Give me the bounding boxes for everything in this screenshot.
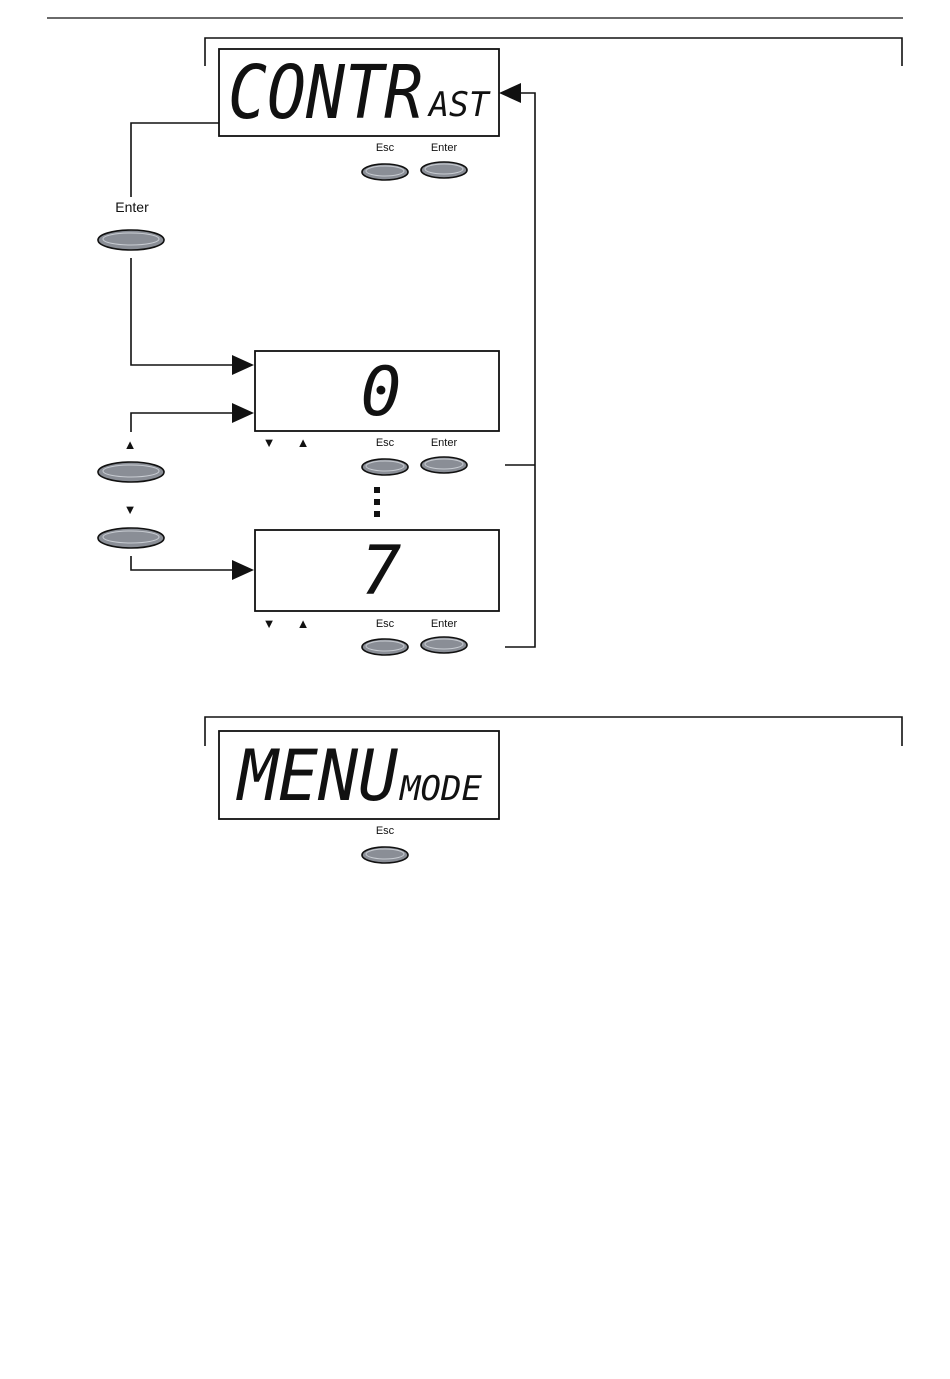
side-down-button[interactable] [98, 528, 164, 548]
vertical-ellipsis [374, 487, 380, 517]
side-up-button[interactable] [98, 462, 164, 482]
contrast-esc-button[interactable] [362, 164, 408, 180]
value-high-down-symbol: ▼ [263, 616, 276, 631]
enter-to-value-connector [131, 258, 238, 365]
side-up-symbol: ▲ [124, 437, 137, 452]
value-low-esc-label: Esc [376, 437, 395, 449]
value-high-lcd-value: 7 [361, 532, 402, 611]
value-high-esc-label: Esc [376, 618, 395, 630]
side-down-symbol: ▼ [124, 502, 137, 517]
enter-to-value-arrowhead [232, 355, 254, 375]
menu-lcd-sub-text: MODE [399, 769, 483, 809]
down-to-value-arrowhead [232, 560, 254, 580]
value-low-up-symbol: ▲ [297, 435, 310, 450]
down-to-value-connector [131, 556, 238, 570]
contrast-enter-button[interactable] [421, 162, 467, 178]
value-high-up-symbol: ▲ [297, 616, 310, 631]
menu-esc-button[interactable] [362, 847, 408, 863]
contrast-lcd-sub-text: AST [427, 85, 491, 125]
contrast-esc-label: Esc [376, 142, 395, 154]
up-to-value-arrowhead [232, 403, 254, 423]
return-to-contrast-arrowhead [499, 83, 521, 103]
contrast-lcd-main-text: CONTR [228, 50, 423, 136]
value-low-esc-button[interactable] [362, 459, 408, 475]
value-low-enter-label: Enter [431, 437, 458, 449]
contrast-to-enter-connector [131, 123, 219, 197]
value-high-enter-button[interactable] [421, 637, 467, 653]
side-enter-button[interactable] [98, 230, 164, 250]
value-low-enter-button[interactable] [421, 457, 467, 473]
up-to-value-connector [131, 413, 238, 432]
menu-esc-label: Esc [376, 825, 395, 837]
menu-lcd-main-text: MENU [235, 735, 399, 817]
value-high-esc-button[interactable] [362, 639, 408, 655]
contrast-enter-label: Enter [431, 142, 458, 154]
value-low-lcd-value: 0 [361, 353, 402, 432]
value-high-enter-label: Enter [431, 618, 458, 630]
value-low-down-symbol: ▼ [263, 435, 276, 450]
return-to-contrast-connector [505, 93, 535, 647]
side-enter-label: Enter [115, 199, 149, 215]
